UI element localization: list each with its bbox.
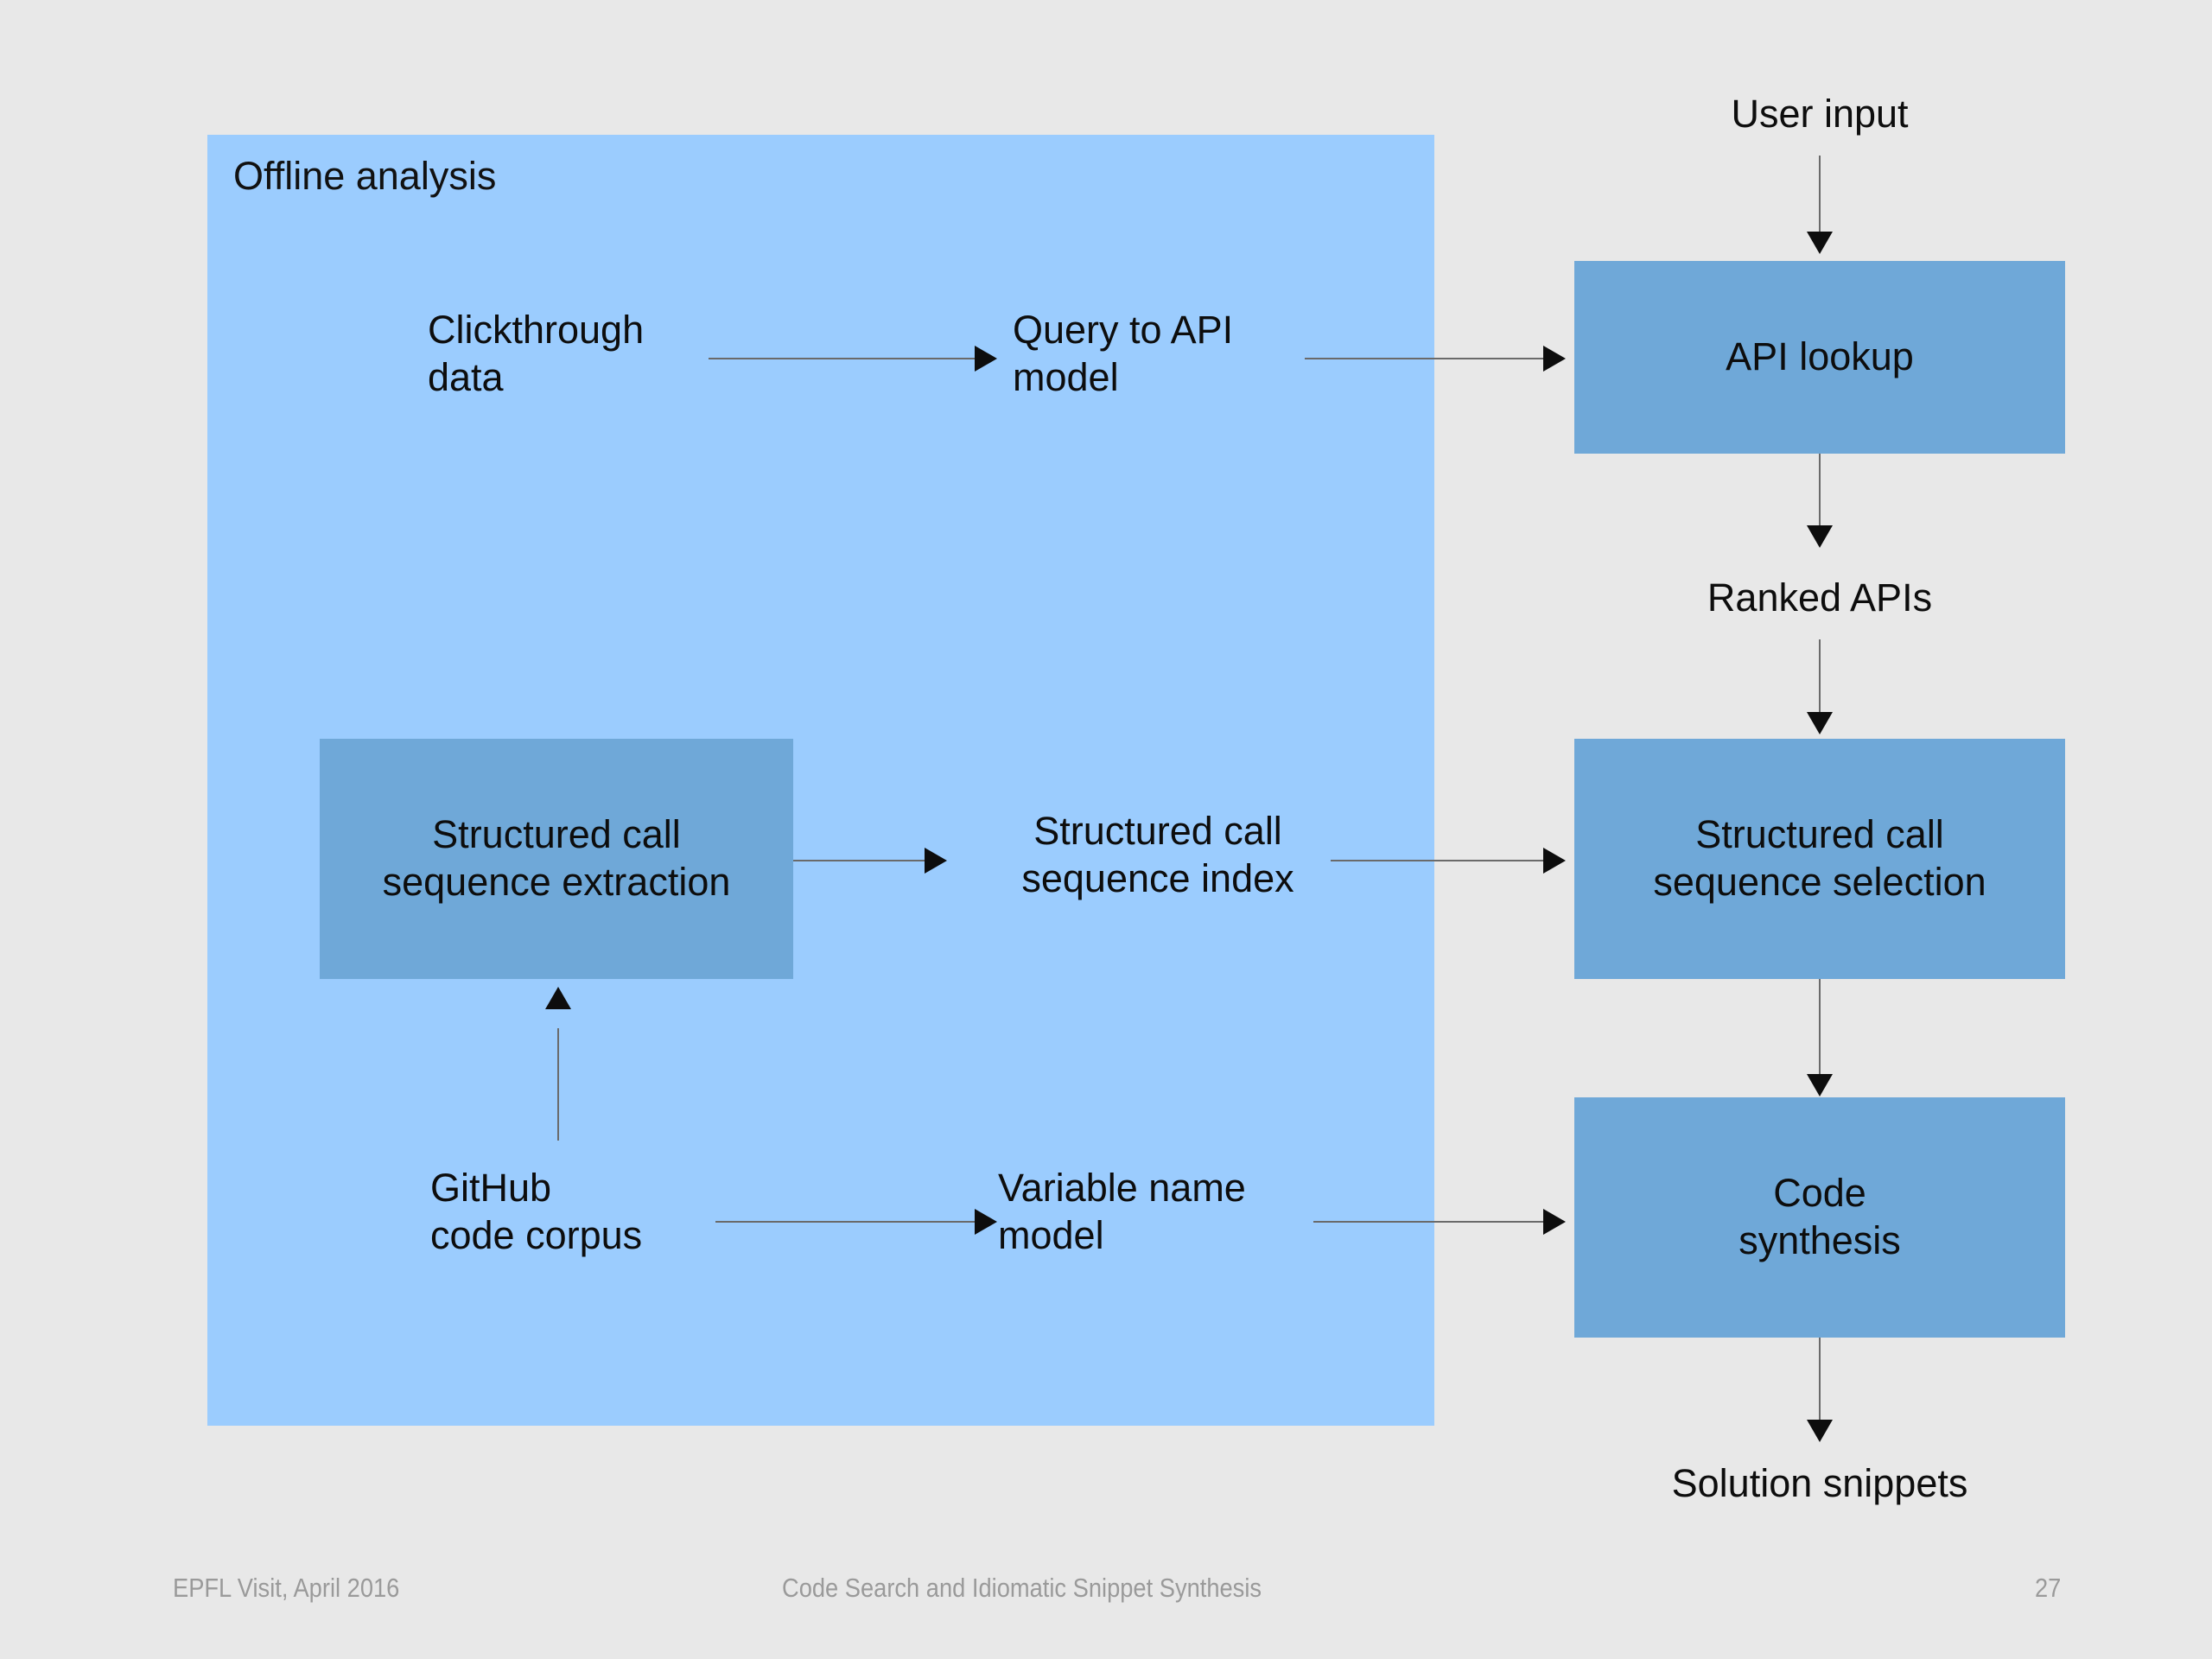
node-github-code-corpus: GitHub code corpus bbox=[430, 1166, 643, 1257]
node-solution-snippets: Solution snippets bbox=[1671, 1461, 1968, 1505]
edge-selection-to-synthesis-arrow bbox=[1807, 1074, 1833, 1096]
node-clickthrough-data: Clickthrough data bbox=[428, 308, 645, 399]
edge-index-to-selection-arrow bbox=[1543, 848, 1566, 874]
edge-varname-to-synthesis-arrow bbox=[1543, 1209, 1566, 1235]
edge-userinput-to-apilookup-arrow bbox=[1807, 232, 1833, 254]
edge-synthesis-to-snippets-arrow bbox=[1807, 1420, 1833, 1442]
box-api-lookup[interactable]: API lookup bbox=[1574, 261, 2065, 454]
edge-varname-to-synthesis-line bbox=[1313, 1221, 1545, 1223]
box-structured-call-sequence-selection[interactable]: Structured call sequence selection bbox=[1574, 739, 2065, 979]
edge-github-to-varname-line bbox=[715, 1221, 976, 1223]
node-query-to-api-model: Query to API model bbox=[1013, 308, 1234, 399]
node-ranked-apis: Ranked APIs bbox=[1707, 575, 1933, 620]
edge-selection-to-synthesis-line bbox=[1819, 979, 1821, 1078]
edge-extraction-to-index-arrow bbox=[925, 848, 947, 874]
node-structured-call-sequence-index: Structured call sequence index bbox=[1021, 809, 1294, 900]
edge-clickthrough-to-query-line bbox=[709, 358, 976, 359]
edge-index-to-selection-line bbox=[1331, 860, 1545, 861]
edge-github-to-varname-arrow bbox=[975, 1209, 997, 1235]
slide-footer: EPFL Visit, April 2016 Code Search and I… bbox=[0, 1573, 2212, 1624]
box-structured-call-sequence-extraction[interactable]: Structured call sequence extraction bbox=[320, 739, 793, 979]
edge-extraction-to-index-line bbox=[793, 860, 927, 861]
footer-title-label: Code Search and Idiomatic Snippet Synthe… bbox=[782, 1573, 1262, 1603]
edge-apilookup-to-rankedapis-arrow bbox=[1807, 525, 1833, 548]
box-code-synthesis[interactable]: Code synthesis bbox=[1574, 1097, 2065, 1338]
node-variable-name-model: Variable name model bbox=[998, 1166, 1246, 1257]
edge-apilookup-to-rankedapis-line bbox=[1819, 454, 1821, 530]
edge-github-to-extraction-line bbox=[557, 1028, 559, 1141]
edge-query-to-apilookup-arrow bbox=[1543, 346, 1566, 372]
edge-userinput-to-apilookup-line bbox=[1819, 156, 1821, 235]
edge-rankedapis-to-selection-line bbox=[1819, 639, 1821, 717]
edge-github-to-extraction-arrow bbox=[545, 987, 571, 1009]
node-user-input: User input bbox=[1731, 92, 1909, 136]
offline-analysis-title: Offline analysis bbox=[233, 154, 497, 198]
edge-rankedapis-to-selection-arrow bbox=[1807, 712, 1833, 734]
footer-event-label: EPFL Visit, April 2016 bbox=[173, 1573, 400, 1603]
edge-clickthrough-to-query-arrow bbox=[975, 346, 997, 372]
edge-synthesis-to-snippets-line bbox=[1819, 1338, 1821, 1424]
footer-page-number: 27 bbox=[2035, 1573, 2062, 1603]
edge-query-to-apilookup-line bbox=[1305, 358, 1545, 359]
